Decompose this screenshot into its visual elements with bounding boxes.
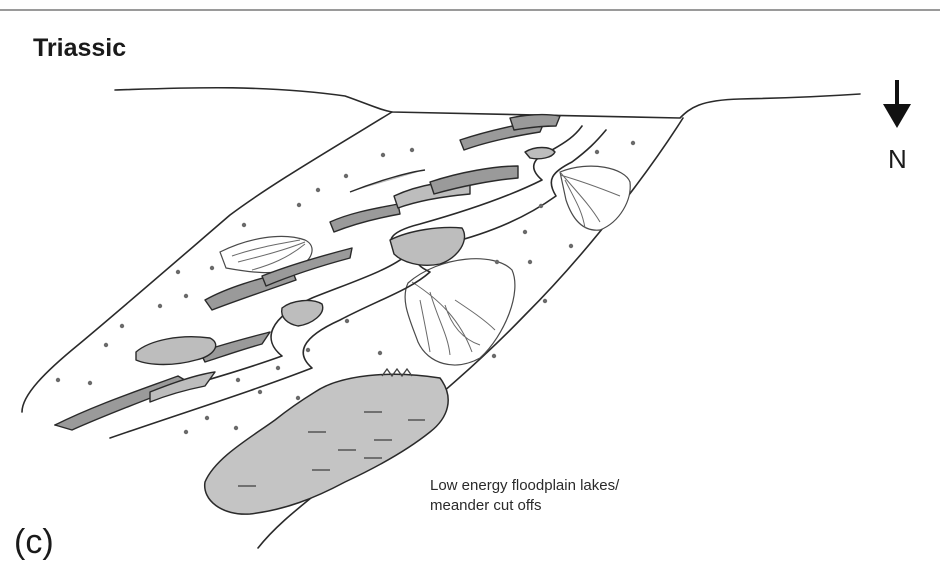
bar-7 <box>282 301 323 326</box>
fan-large-center <box>405 259 515 365</box>
fan-right <box>560 166 630 230</box>
bar-9 <box>390 228 465 266</box>
panel-label: (c) <box>14 523 54 561</box>
bar-13 <box>510 115 560 130</box>
arrow-down-icon <box>883 80 911 128</box>
bar-8 <box>330 204 400 232</box>
north-label: N <box>888 144 907 174</box>
bar-11 <box>430 166 518 194</box>
floodplain-lake <box>205 369 448 514</box>
north-arrow: N <box>883 80 911 174</box>
annotation-line-2: meander cut offs <box>430 497 541 514</box>
annotation-line-1: Low energy floodplain lakes/ <box>430 477 620 494</box>
bar-15 <box>525 148 555 159</box>
figure-title: Triassic <box>33 34 126 62</box>
